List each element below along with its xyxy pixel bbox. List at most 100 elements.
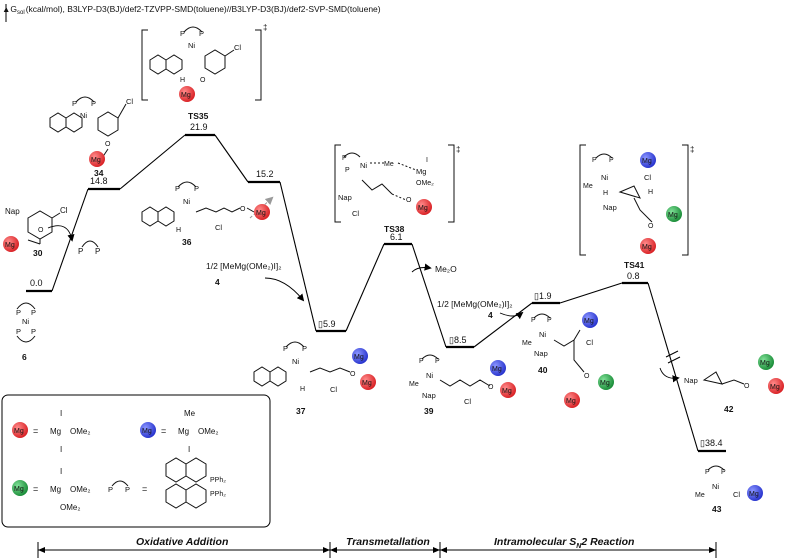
svg-text:Ni: Ni (292, 357, 299, 366)
svg-text:Ni: Ni (360, 161, 367, 170)
energy-ts35: 21.9 (190, 122, 208, 132)
structure-6: P P Ni P P 6 (16, 302, 36, 362)
svg-text:Nap: Nap (422, 391, 436, 400)
svg-text:Nap: Nap (534, 349, 548, 358)
svg-text:OMe₂: OMe₂ (70, 485, 90, 494)
svg-text:Mg: Mg (642, 244, 652, 251)
connector (473, 302, 533, 348)
svg-text:O: O (240, 206, 246, 213)
svg-text:Nap: Nap (684, 376, 698, 385)
svg-text:P: P (108, 485, 113, 494)
connector (559, 282, 623, 304)
stage-bar: Oxidative Addition Transmetallation Intr… (37, 536, 717, 558)
svg-text:P: P (345, 167, 350, 174)
connector (647, 282, 699, 452)
svg-text:Mg: Mg (760, 360, 770, 367)
svg-text:Cl: Cl (126, 97, 133, 106)
stage-intramolecular-sn2: Intramolecular SN2 Reaction (494, 536, 634, 550)
reagent-loss: Me₂O (435, 264, 457, 274)
svg-text:Cl: Cl (60, 206, 68, 215)
break-mark (665, 350, 679, 358)
energy-40: ▯1.9 (534, 291, 551, 301)
svg-text:Mg: Mg (50, 427, 61, 436)
svg-text:P: P (705, 469, 710, 476)
svg-text:Mg: Mg (584, 318, 594, 325)
energy-34: 14.8 (90, 176, 108, 186)
svg-text:Mg: Mg (416, 167, 426, 176)
svg-text:30: 30 (33, 248, 43, 258)
reagent-arrow-2 (411, 263, 432, 273)
product-arrow-42 (659, 367, 680, 383)
svg-text:‡: ‡ (690, 145, 694, 154)
svg-text:Me: Me (695, 492, 705, 499)
svg-text:Ni: Ni (188, 41, 195, 50)
svg-text:H: H (648, 189, 653, 196)
svg-text:Ni: Ni (426, 371, 433, 380)
svg-text:Mg: Mg (566, 398, 576, 405)
svg-text:36: 36 (182, 237, 192, 247)
svg-text:Cl: Cl (586, 338, 593, 347)
svg-text:P: P (95, 247, 100, 256)
connector (411, 243, 447, 348)
energy-30: 0.0 (30, 278, 43, 288)
svg-text:P: P (16, 308, 21, 317)
svg-text:P: P (592, 157, 597, 164)
svg-text:P: P (91, 99, 96, 108)
svg-text:OMe₂: OMe₂ (416, 180, 434, 187)
svg-text:Mg: Mg (418, 205, 428, 212)
svg-text:37: 37 (296, 406, 306, 416)
svg-text:=: = (161, 426, 166, 436)
svg-text:Nap: Nap (5, 207, 20, 216)
svg-text:P: P (342, 155, 347, 162)
structure-36: P P Ni O Mg H Cl 36 (141, 181, 270, 247)
svg-text:OMe₂: OMe₂ (70, 427, 90, 436)
svg-text:Mg: Mg (50, 485, 61, 494)
svg-text:Mg: Mg (256, 210, 266, 217)
svg-text:Mg: Mg (770, 384, 780, 391)
break-mark (667, 356, 681, 364)
svg-text:Mg: Mg (181, 92, 191, 99)
svg-text:Cl: Cl (215, 223, 222, 232)
svg-text:Mg: Mg (178, 427, 189, 436)
svg-text:Nap: Nap (338, 193, 352, 202)
svg-text:Nap: Nap (603, 203, 617, 212)
svg-text:P: P (721, 469, 726, 476)
svg-text:O: O (488, 384, 494, 391)
svg-text:TS41: TS41 (624, 260, 645, 270)
svg-text:O: O (406, 197, 412, 204)
svg-text:Ni: Ni (22, 317, 29, 326)
svg-text:Mg: Mg (5, 242, 15, 249)
svg-text:I: I (60, 409, 62, 418)
structure-ts41: ‡ P P Ni Me Mg Cl H H Nap O Mg Mg TS41 (579, 144, 694, 270)
connector (214, 134, 249, 183)
svg-text:O: O (744, 383, 750, 390)
svg-text:P: P (194, 184, 199, 193)
legend: Mg = I Mg OMe₂ I Mg = Me Mg OMe₂ I Mg = … (1, 394, 271, 528)
svg-text:PPh₂: PPh₂ (210, 491, 226, 498)
energy-36: 15.2 (256, 169, 274, 179)
structure-ts38: ‡ P P Ni Me I Mg OMe₂ Nap Cl O Mg TS38 (334, 144, 460, 234)
svg-text:Ni: Ni (183, 197, 190, 206)
svg-text:P: P (31, 308, 36, 317)
svg-text:P: P (72, 99, 77, 108)
connector (279, 181, 317, 332)
structure-37: P P Ni O Mg Mg H Cl 37 (253, 341, 376, 416)
svg-text:P: P (199, 29, 204, 38)
svg-text:P: P (435, 358, 440, 365)
energy-ts41: 0.8 (627, 271, 640, 281)
energy-ts38: 6.1 (390, 232, 403, 242)
structure-34: P P Ni Cl O Mg 34 (49, 96, 133, 178)
svg-text:P: P (175, 184, 180, 193)
reagent-add-2: 1/2 [MeMg(OMe₂)I]₂ (437, 299, 513, 309)
svg-text:P: P (125, 485, 130, 494)
svg-text:I: I (60, 445, 62, 454)
svg-text:Mg: Mg (668, 212, 678, 219)
svg-text:=: = (142, 484, 147, 494)
structure-40: P P Ni Me Nap Mg Cl O Mg Mg 40 (522, 312, 614, 408)
svg-text:O: O (350, 371, 356, 378)
svg-text:O: O (105, 141, 111, 148)
svg-text:P: P (547, 317, 552, 324)
svg-text:Ni: Ni (539, 330, 546, 339)
svg-text:Mg: Mg (14, 486, 24, 493)
axis-label: ▲Gsol(kcal/mol), B3LYP-D3(BJ)/def2-TZVPP… (2, 4, 381, 16)
